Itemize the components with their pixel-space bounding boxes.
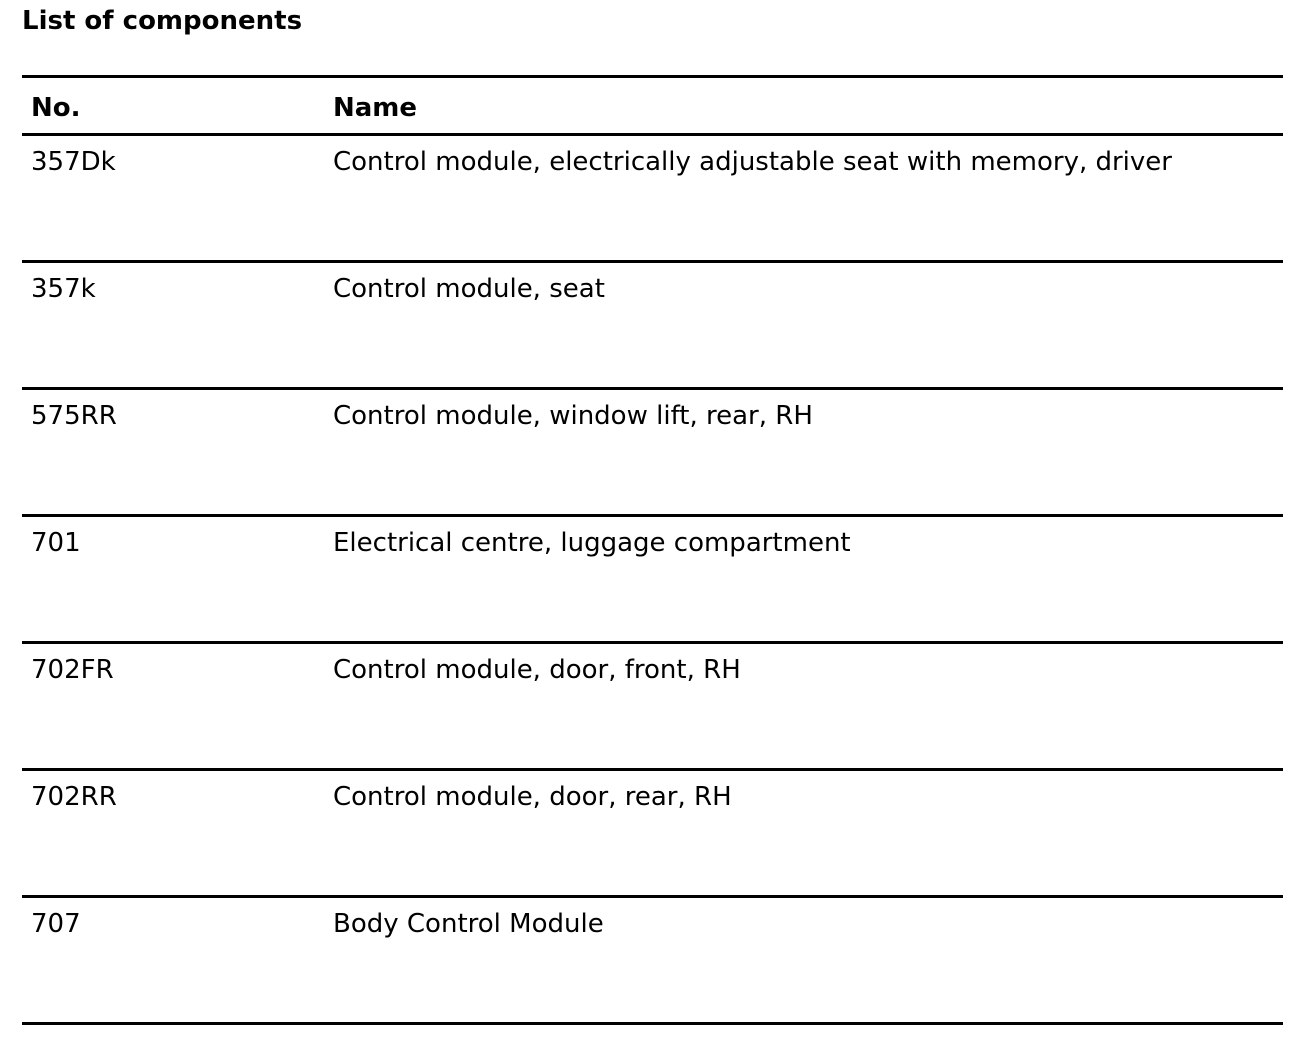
component-number: 702FR [31, 655, 114, 685]
column-header-no: No. [31, 93, 81, 123]
component-number: 707 [31, 909, 81, 939]
table-row: 702FR Control module, door, front, RH [22, 644, 1283, 771]
column-header-name: Name [333, 93, 418, 123]
component-name: Control module, seat [333, 274, 605, 304]
table-header-row: No. Name [22, 78, 1283, 136]
component-number: 702RR [31, 782, 117, 812]
table-row: 357Dk Control module, electrically adjus… [22, 136, 1283, 263]
component-name: Control module, door, front, RH [333, 655, 741, 685]
component-number: 701 [31, 528, 81, 558]
table-row: 707 Body Control Module [22, 898, 1283, 1025]
page-title: List of components [22, 6, 303, 36]
component-name: Control module, electrically adjustable … [333, 147, 1172, 177]
component-name: Control module, door, rear, RH [333, 782, 732, 812]
components-table: No. Name 357Dk Control module, electrica… [22, 75, 1283, 1025]
table-row: 575RR Control module, window lift, rear,… [22, 390, 1283, 517]
component-name: Control module, window lift, rear, RH [333, 401, 813, 431]
component-name: Body Control Module [333, 909, 604, 939]
table-row: 357k Control module, seat [22, 263, 1283, 390]
component-number: 357k [31, 274, 96, 304]
table-row: 702RR Control module, door, rear, RH [22, 771, 1283, 898]
component-name: Electrical centre, luggage compartment [333, 528, 851, 558]
component-number: 357Dk [31, 147, 116, 177]
table-row: 701 Electrical centre, luggage compartme… [22, 517, 1283, 644]
component-number: 575RR [31, 401, 117, 431]
